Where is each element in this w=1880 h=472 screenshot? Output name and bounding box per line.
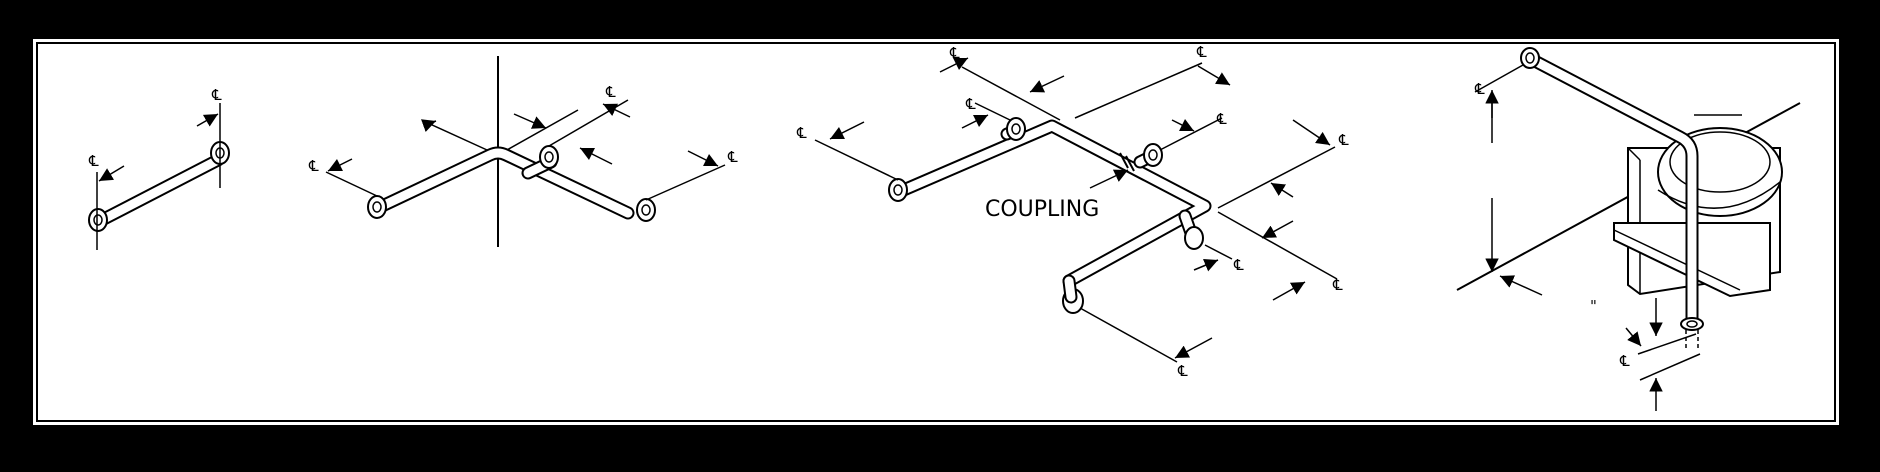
centerline-symbol: ℄ bbox=[727, 148, 738, 166]
extension-line bbox=[961, 66, 1061, 121]
figure-corner-grab-bar: ℄ ℄ ℄ bbox=[308, 56, 738, 247]
centerline-symbol: ℄ bbox=[605, 83, 616, 101]
dimension-arrow bbox=[1261, 220, 1294, 239]
wall-flange bbox=[1520, 47, 1540, 69]
wall-flange bbox=[1184, 226, 1204, 250]
centerline-symbol: ℄ bbox=[1177, 362, 1188, 380]
dimension-arrow bbox=[98, 165, 125, 182]
dimension-arrow bbox=[1197, 65, 1231, 86]
centerline-symbol: ℄ bbox=[1338, 131, 1349, 149]
extension-line bbox=[325, 171, 378, 197]
wall-flange bbox=[539, 145, 559, 169]
figure-straight-grab-bar: ℄ ℄ bbox=[88, 86, 230, 250]
grab-bar-tube bbox=[371, 146, 635, 220]
inch-mark: " bbox=[1590, 297, 1597, 315]
dimension-arrow bbox=[829, 121, 865, 140]
wall-corner-line bbox=[497, 109, 579, 156]
dimension-arrow bbox=[196, 113, 219, 127]
figure-toilet-grab-bar: ℄ ℄ " bbox=[1456, 47, 1801, 411]
centerline-symbol: ℄ bbox=[1332, 276, 1343, 294]
centerline-symbol: ℄ bbox=[211, 86, 222, 104]
centerline-symbol: ℄ bbox=[1196, 43, 1207, 61]
dimension-arrow bbox=[961, 114, 989, 129]
wall-flange bbox=[888, 178, 908, 202]
dimension-arrow bbox=[1625, 327, 1642, 347]
extension-line bbox=[1217, 211, 1338, 280]
dimension-arrow bbox=[1174, 337, 1213, 359]
dimension-arrow bbox=[327, 158, 353, 172]
dimension-arrow bbox=[1499, 275, 1543, 296]
centerline-symbol: ℄ bbox=[949, 44, 960, 62]
centerline-symbol: ℄ bbox=[796, 124, 807, 142]
dimension-arrow bbox=[1270, 182, 1294, 198]
wall-flange bbox=[1006, 117, 1026, 141]
extension-line bbox=[814, 139, 899, 181]
extension-line bbox=[1217, 146, 1336, 209]
centerline-symbol: ℄ bbox=[1474, 80, 1485, 98]
dimension-arrow bbox=[513, 113, 547, 129]
extension-line bbox=[1079, 307, 1178, 363]
dimension-arrow bbox=[1292, 119, 1331, 146]
centerline-symbol: ℄ bbox=[1233, 256, 1244, 274]
extension-line bbox=[1639, 353, 1701, 381]
grab-bar-tube bbox=[1062, 274, 1078, 304]
dimension-arrow bbox=[579, 147, 613, 165]
figure-multi-wall-grab-bar: COUPLING ℄ ℄ ℄ ℄ ℄ ℄ ℄ ℄ ℄ bbox=[796, 43, 1349, 380]
wall-flange bbox=[1143, 143, 1163, 167]
grab-bar-tube bbox=[93, 153, 225, 228]
floor-flange bbox=[1680, 317, 1704, 350]
centerline-symbol: ℄ bbox=[965, 95, 976, 113]
dimension-arrow bbox=[939, 57, 969, 73]
centerline-symbol: ℄ bbox=[88, 152, 99, 170]
wall-flange bbox=[636, 198, 656, 222]
coupling-label: COUPLING bbox=[985, 197, 1099, 222]
dimension-arrow bbox=[602, 103, 631, 118]
dimension-arrow bbox=[1272, 281, 1306, 301]
extension-line bbox=[1204, 244, 1233, 260]
leader-line bbox=[1089, 169, 1129, 189]
extension-line bbox=[1474, 64, 1524, 93]
centerline-symbol: ℄ bbox=[1619, 352, 1630, 370]
dimension-arrow bbox=[1171, 118, 1195, 132]
grab-bar-tube bbox=[1524, 52, 1699, 329]
extension-line bbox=[1637, 333, 1697, 355]
drawing-panel bbox=[33, 39, 1839, 425]
dimension-arrow bbox=[1193, 258, 1219, 272]
inner-border bbox=[36, 42, 1836, 422]
dimension-arrow bbox=[421, 119, 437, 132]
wall-flange bbox=[88, 208, 108, 232]
dimension-arrow bbox=[687, 150, 719, 167]
centerline-symbol: ℄ bbox=[308, 157, 319, 175]
wall-flange bbox=[367, 195, 387, 219]
extension-line bbox=[1074, 62, 1203, 119]
grab-bar-tube bbox=[892, 119, 1212, 288]
coupling bbox=[1119, 152, 1135, 172]
extension-line bbox=[645, 164, 726, 201]
extension-line bbox=[974, 102, 1011, 121]
extension-line bbox=[1159, 117, 1223, 151]
dimension-arrow bbox=[1029, 75, 1065, 93]
centerline-symbol: ℄ bbox=[1216, 110, 1227, 128]
